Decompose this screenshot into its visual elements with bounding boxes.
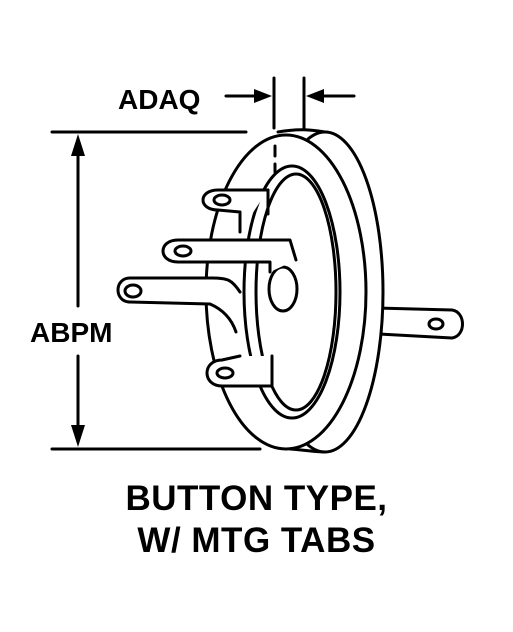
caption-line-1: BUTTON TYPE,	[125, 479, 388, 518]
upper-middle-mounting-tab	[161, 238, 298, 274]
top-tab-hole	[212, 193, 232, 207]
thickness-dimension-label: ADAQ	[118, 84, 200, 115]
disc-inner-ring	[254, 172, 338, 412]
caption-line-2: W/ MTG TABS	[137, 521, 376, 560]
top-mounting-tab	[201, 188, 270, 234]
dimension-arrowhead-right	[306, 89, 324, 103]
bottom-mounting-tab	[205, 354, 274, 388]
disc-top-edge	[276, 128, 327, 134]
center-button	[267, 265, 299, 313]
rear-mounting-tab	[376, 306, 464, 340]
left-mounting-tab	[116, 276, 242, 334]
height-dimension-label: ABPM	[30, 317, 112, 348]
dimension-arrowhead-left	[254, 89, 272, 103]
dimension-arrowhead-top	[71, 134, 85, 156]
upper-middle-tab-hole	[173, 244, 193, 258]
height-dimension	[50, 130, 262, 451]
thickness-dimension	[224, 76, 356, 130]
bottom-tab-hole	[215, 366, 235, 380]
left-tab-hole	[123, 283, 143, 299]
dimension-arrowhead-bottom	[71, 425, 85, 447]
rear-tab-hole	[427, 317, 445, 331]
